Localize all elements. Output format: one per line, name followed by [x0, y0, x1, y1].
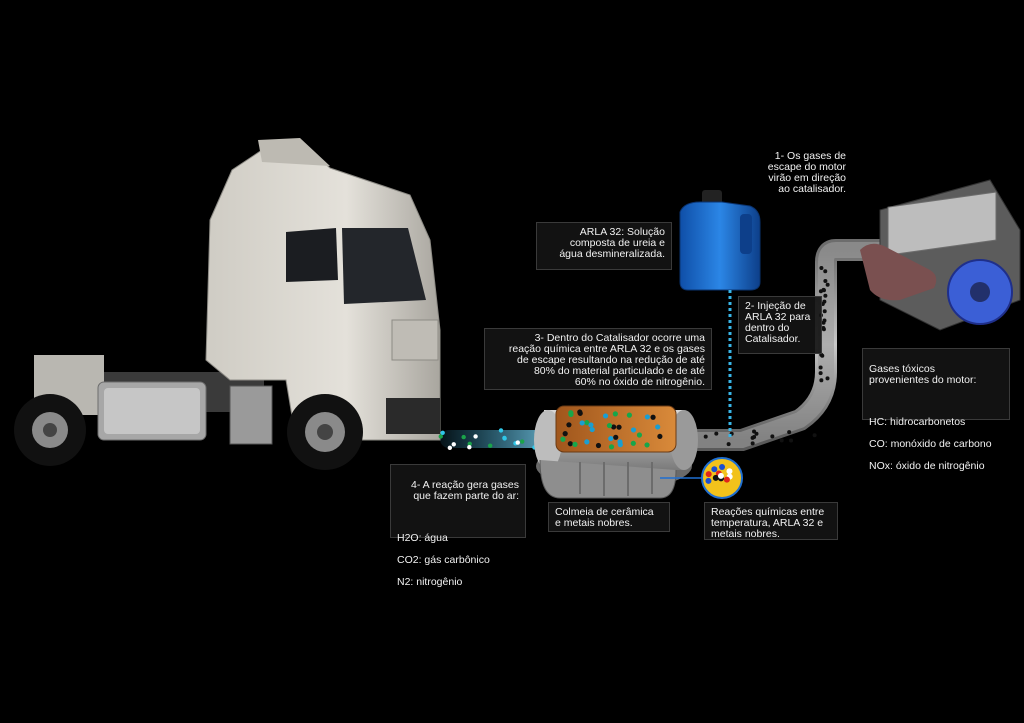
catalyst-molecule [636, 432, 643, 438]
pipe-gas-particle [822, 309, 827, 314]
catalyst-molecule [606, 422, 613, 429]
catalyst-molecule [644, 414, 650, 420]
output-gas-particle [467, 441, 472, 446]
reactions-label-box: Reações químicas entre temperatura, ARLA… [704, 502, 838, 540]
catalyst-molecule [611, 424, 617, 430]
catalyst-molecule [612, 411, 618, 417]
step4-title: 4- A reação gera gases que fazem parte d… [411, 479, 519, 502]
step3-box: 3- Dentro do Catalisador ocorre uma reaç… [484, 328, 712, 390]
catalyst-molecule [579, 420, 585, 426]
reaction-molecule [705, 471, 712, 478]
engine-illustration [860, 179, 1021, 331]
pipe-gas-particle [789, 438, 794, 443]
pipe-gas-particle [823, 269, 828, 274]
catalyst-molecule [608, 435, 614, 442]
honeycomb-label-box: Colmeia de cerâmica e metais nobres. [548, 502, 670, 532]
engine-gas-nox: NOx: óxido de nitrogênio [869, 460, 985, 472]
reaction-molecule [726, 468, 733, 475]
reaction-molecule [719, 464, 726, 471]
catalyst-molecule [630, 427, 637, 433]
catalyst-molecule [577, 409, 583, 415]
output-gas-particle [467, 445, 472, 450]
step4-box: 4- A reação gera gases que fazem parte d… [390, 464, 526, 588]
catalyst-molecule [588, 422, 594, 428]
engine-gas-hc: HC: hidrocarbonetos [869, 416, 966, 428]
output-gas-particle [451, 442, 456, 447]
pipe-gas-particle [726, 442, 731, 447]
catalyst-molecule [644, 442, 650, 448]
pipe-gas-particle [787, 430, 792, 435]
catalyst-molecule [568, 411, 574, 418]
pipe-gas-particle [819, 378, 824, 383]
output-gas-particle [498, 428, 504, 433]
output-gas-particle [438, 434, 443, 439]
pipe-gas-particle [703, 434, 708, 439]
catalyst-molecule [572, 441, 578, 447]
truck-illustration [14, 138, 441, 470]
pipe-gas-particle [825, 376, 830, 381]
catalyst-molecule [630, 440, 636, 446]
reaction-molecule [723, 476, 730, 483]
step4-item-n2: N2: nitrogênio [397, 576, 463, 588]
exhaust-pipe [677, 239, 891, 451]
catalyst-molecule [655, 424, 661, 430]
engine-gases-box: Gases tóxicos provenientes do motor: HC:… [862, 348, 1010, 472]
pipe-gas-particle [825, 282, 830, 287]
catalyst-molecule [650, 414, 656, 420]
catalyst-molecule [567, 441, 573, 447]
pipe-gas-particle [823, 293, 828, 298]
catalyst-molecule [608, 444, 615, 450]
output-gas-particle [515, 440, 520, 445]
output-gas-particle [502, 436, 507, 441]
catalyst-molecule [584, 439, 590, 445]
output-gas-particle [520, 439, 525, 444]
step1-label: 1- Os gases de escape do motor virão em … [767, 150, 846, 195]
catalyst-molecule [617, 442, 623, 448]
pipe-gas-particle [752, 429, 757, 434]
reaction-zoom-icon [660, 457, 743, 499]
reaction-molecule [705, 477, 712, 484]
output-gas-particle [461, 434, 466, 440]
pipe-gas-particle [818, 371, 823, 376]
catalyst-molecule [560, 436, 566, 442]
pipe-gas-particle [821, 287, 826, 292]
pipe-gas-particle [818, 365, 823, 370]
output-gas-particle [473, 434, 478, 439]
reaction-molecule [712, 474, 719, 481]
catalyst-molecule [626, 412, 632, 418]
engine-gas-co: CO: monóxido de carbono [869, 438, 992, 450]
pipe-gas-particle [752, 435, 757, 440]
pipe-gas-particle [714, 431, 719, 436]
arla-jug-icon [679, 190, 761, 291]
step2-box: 2- Injeção de ARLA 32 para dentro do Cat… [738, 296, 822, 354]
arla-description-box: ARLA 32: Solução composta de ureia e águ… [536, 222, 672, 270]
catalyst-molecule [613, 434, 619, 440]
catalyst-molecule [566, 422, 572, 428]
step4-item-co2: CO2: gás carbônico [397, 554, 490, 566]
pipe-gas-particle [821, 326, 826, 331]
pipe-gas-particle [823, 278, 828, 283]
pipe-gas-particle [779, 438, 784, 443]
catalyst-molecule [595, 442, 602, 449]
catalyst-molecule [657, 433, 663, 440]
output-gas-particle [487, 443, 493, 448]
catalyst-molecule [562, 431, 568, 437]
reaction-molecule [711, 466, 718, 473]
catalyst-molecule [584, 420, 590, 426]
reaction-molecule [717, 472, 724, 479]
engine-gases-title: Gases tóxicos provenientes do motor: [869, 363, 977, 386]
catalyst-molecule [602, 413, 609, 419]
catalyst-illustration [534, 405, 698, 499]
pipe-gas-particle [812, 433, 817, 438]
pipe-gas-particle [750, 441, 755, 446]
output-gas-particle [440, 430, 445, 435]
catalyst-molecule [589, 426, 595, 433]
output-gas-particle [447, 445, 453, 451]
step4-item-h2o: H2O: água [397, 532, 448, 544]
pipe-gas-particle [819, 266, 824, 271]
catalyst-molecule [616, 424, 622, 430]
pipe-gas-particle [770, 434, 775, 439]
pipe-gas-particle [822, 318, 827, 323]
